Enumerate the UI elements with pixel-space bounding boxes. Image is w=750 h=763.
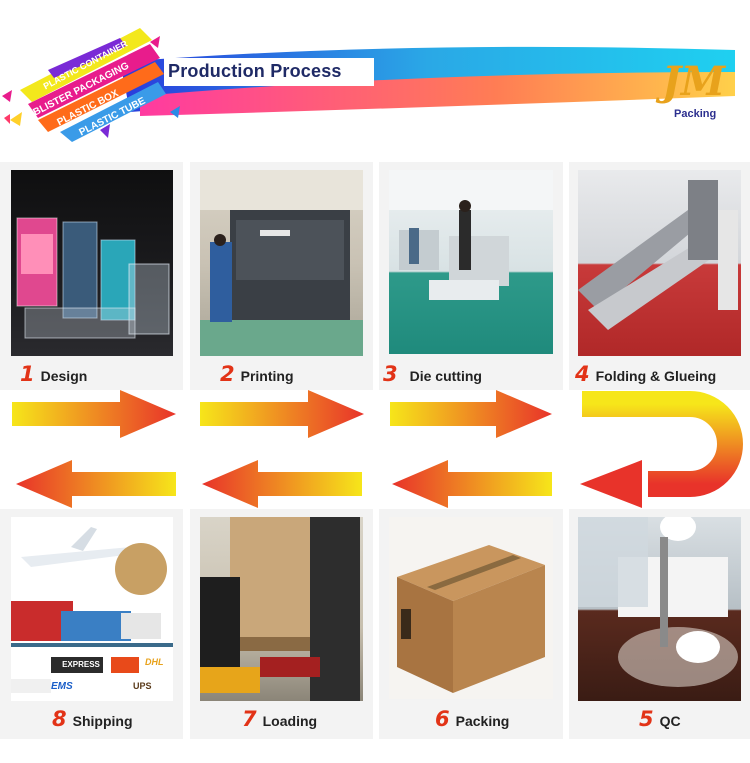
ups-logo: UPS bbox=[133, 681, 152, 691]
step-title: Printing bbox=[240, 368, 294, 384]
step-card-design: 1 Design bbox=[0, 162, 183, 390]
step-number: 4 bbox=[575, 362, 590, 386]
dhl-logo: DHL bbox=[145, 657, 164, 667]
logo-text: Packing bbox=[674, 108, 717, 120]
step-title: Folding & Glueing bbox=[595, 368, 717, 384]
step-title: Packing bbox=[455, 713, 510, 729]
forklift-loading-photo bbox=[200, 517, 363, 701]
step-title: Design bbox=[40, 368, 88, 384]
quality-check-photo bbox=[578, 517, 741, 701]
logo-mark: JM bbox=[662, 58, 726, 105]
step-card-shipping: EXPRESS EMS UPS DHL 8 Shipping bbox=[0, 509, 183, 739]
step-number: 3 bbox=[383, 362, 398, 386]
u-turn-arrow-icon bbox=[580, 391, 743, 508]
step-label: 4 Folding & Glueing bbox=[575, 362, 716, 386]
step-label: 3 Die cutting bbox=[383, 362, 482, 386]
step-title: QC bbox=[659, 713, 681, 729]
ems-logo: EMS bbox=[51, 681, 73, 692]
carton-box-photo bbox=[389, 517, 553, 699]
shipping-logistics-photo: EXPRESS EMS UPS DHL bbox=[11, 517, 173, 701]
process-arrows bbox=[12, 390, 743, 508]
step-card-folding: 4 Folding & Glueing bbox=[569, 162, 750, 390]
die-cutting-photo bbox=[389, 170, 553, 354]
arrow-left-icon bbox=[202, 460, 362, 508]
step-card-loading: 7 Loading bbox=[190, 509, 373, 739]
express-logo: EXPRESS bbox=[62, 660, 100, 669]
step-label: 5 QC bbox=[639, 707, 681, 731]
arrow-left-icon bbox=[16, 460, 176, 508]
step-card-qc: 5 QC bbox=[569, 509, 750, 739]
step-card-die-cutting: 3 Die cutting bbox=[379, 162, 563, 390]
arrow-right-icon bbox=[390, 390, 552, 438]
step-number: 1 bbox=[20, 362, 35, 386]
step-label: 6 Packing bbox=[435, 707, 509, 731]
step-label: 7 Loading bbox=[242, 707, 317, 731]
plastic-boxes-photo bbox=[11, 170, 173, 356]
step-number: 5 bbox=[639, 707, 654, 731]
step-title: Shipping bbox=[72, 713, 133, 729]
step-number: 7 bbox=[242, 707, 257, 731]
arrow-left-icon bbox=[392, 460, 552, 508]
step-label: 2 Printing bbox=[220, 362, 294, 386]
printing-press-photo bbox=[200, 170, 363, 356]
step-label: 1 Design bbox=[20, 362, 87, 386]
step-card-printing: 2 Printing bbox=[190, 162, 373, 390]
jm-packing-logo: JM Packing bbox=[652, 56, 732, 128]
step-label: 8 Shipping bbox=[52, 707, 133, 731]
step-title: Die cutting bbox=[409, 368, 482, 384]
step-number: 2 bbox=[220, 362, 235, 386]
arrow-right-icon bbox=[200, 390, 364, 438]
header-banner: Production Process PLASTIC CONTAINER BLI… bbox=[0, 0, 750, 150]
step-title: Loading bbox=[262, 713, 318, 729]
folding-machine-photo bbox=[578, 170, 741, 356]
step-number: 8 bbox=[52, 707, 67, 731]
page-title: Production Process bbox=[168, 61, 342, 81]
arrow-right-icon bbox=[12, 390, 176, 438]
step-card-packing: 6 Packing bbox=[379, 509, 563, 739]
banner-graphic bbox=[2, 28, 735, 142]
step-number: 6 bbox=[435, 707, 450, 731]
